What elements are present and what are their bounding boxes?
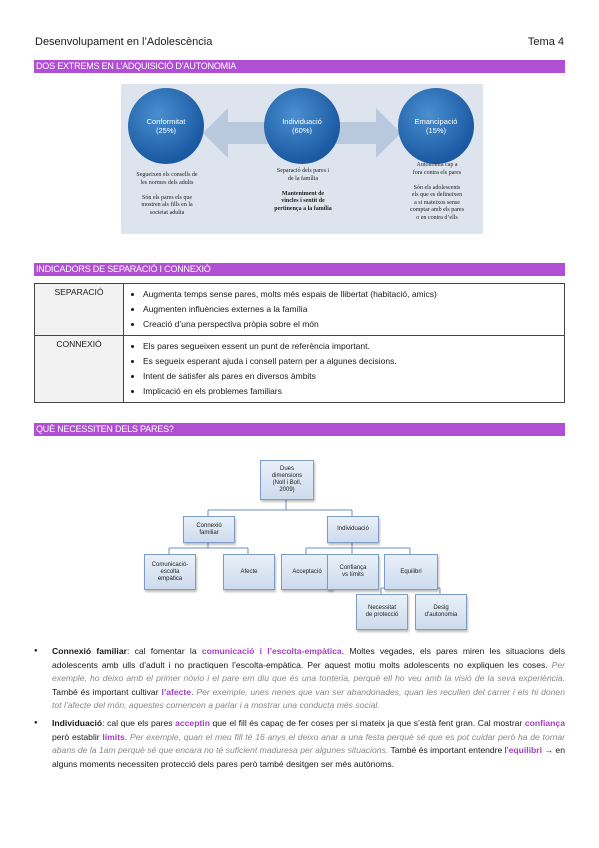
list-item: Augmenten influències externes a la famí… — [143, 302, 563, 317]
list-item: Intent de satisfer als pares en diversos… — [143, 369, 563, 384]
conformitat-pct: (25%) — [155, 126, 176, 135]
page-header: Desenvolupament en l’Adolescència Tema 4 — [35, 36, 564, 48]
tree-acceptacio-box: Acceptació — [281, 554, 333, 590]
connexio-items: Els pares segueixen essent un punt de re… — [123, 335, 565, 403]
bullet-individuacio: Individuació: cal que els pares acceptin… — [34, 717, 565, 771]
autonomy-extremes-diagram: Conformitat (25%) Individuació (60%) Ema… — [121, 84, 483, 234]
tree-afecte-box: Afecte — [223, 554, 275, 590]
tree-individuacio-box: Individuació — [327, 516, 379, 543]
bullet-connexio-familiar: Connexió familiar: cal fomentar la comun… — [34, 645, 565, 713]
table-row: CONNEXIÓ Els pares segueixen essent un p… — [34, 335, 565, 403]
indicators-table: SEPARACIÓ Augmenta temps sense pares, mo… — [34, 283, 565, 403]
topic-label: Tema 4 — [527, 36, 564, 48]
section-heading-indicators: INDICADORS DE SEPARACIÓ I CONNEXIÓ — [34, 263, 565, 276]
separacio-items: Augmenta temps sense pares, molts més es… — [123, 283, 565, 336]
emancipacio-label: Emancipació — [414, 117, 458, 126]
arrow-left-icon — [203, 108, 271, 158]
needs-bullets: Connexió familiar: cal fomentar la comun… — [34, 645, 565, 775]
circle-conformitat: Conformitat (25%) — [128, 88, 204, 164]
section-heading-needs: QUÈ NECESSITEN DELS PARES? — [34, 423, 565, 436]
list-item: Es segueix esperant ajuda i consell pate… — [143, 354, 563, 369]
individuacio-label: Individuació — [282, 117, 322, 126]
list-item: Augmenta temps sense pares, molts més es… — [143, 287, 563, 302]
list-item: Els pares segueixen essent un punt de re… — [143, 339, 563, 354]
circle-individuacio: Individuació (60%) — [264, 88, 340, 164]
document-title: Desenvolupament en l’Adolescència — [35, 36, 213, 48]
table-row: SEPARACIÓ Augmenta temps sense pares, mo… — [34, 283, 565, 336]
arrow-right-icon — [333, 108, 401, 158]
connexio-label: CONNEXIÓ — [34, 335, 124, 403]
list-item: Implicació en els problemes familiars — [143, 384, 563, 399]
emancipacio-pct: (15%) — [425, 126, 446, 135]
list-item: Creació d’una perspectiva pròpia sobre e… — [143, 317, 563, 332]
circle-emancipacio: Emancipació (15%) — [398, 88, 474, 164]
section-heading-extremes: DOS EXTREMS EN L’ADQUISICIÓ D’AUTONOMIA — [34, 60, 565, 73]
tree-equilibri-box: Equilibri — [384, 554, 438, 590]
separacio-label: SEPARACIÓ — [34, 283, 124, 336]
conformitat-label: Conformitat — [146, 117, 186, 126]
individuacio-pct: (60%) — [291, 126, 312, 135]
